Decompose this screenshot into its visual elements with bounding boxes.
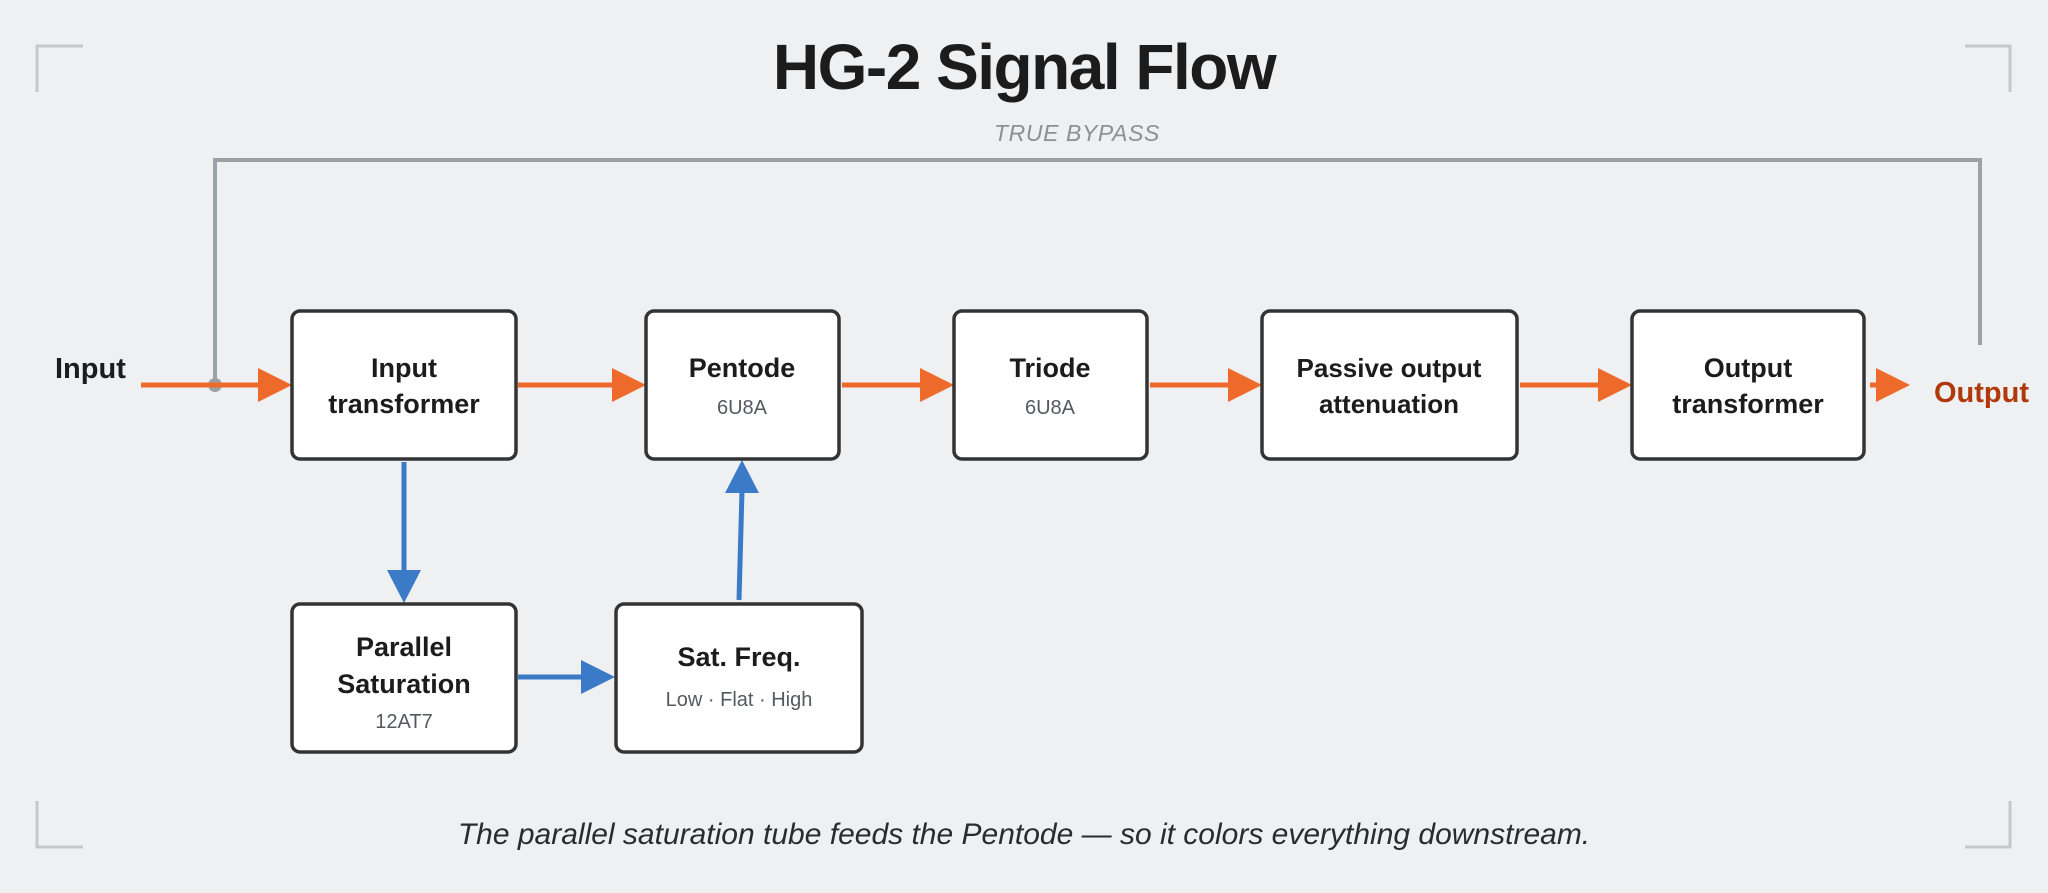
saturation-path bbox=[387, 460, 759, 694]
block-pentode: Pentode 6U8A bbox=[644, 309, 841, 461]
block-triode-sub: 6U8A bbox=[1025, 397, 1076, 419]
block-parallel-saturation-line-2: Saturation bbox=[337, 669, 471, 699]
frame-corner-top-right bbox=[1965, 44, 2012, 92]
block-output-transformer-line-1: Output bbox=[1704, 353, 1792, 383]
frame-corner-bottom-right bbox=[1965, 801, 2012, 849]
block-parallel-saturation-line-1: Parallel bbox=[356, 632, 452, 662]
bypass-line bbox=[213, 158, 1982, 385]
block-input-transformer-line-2: transformer bbox=[328, 389, 480, 419]
block-parallel-saturation-sub: 12AT7 bbox=[375, 711, 432, 733]
block-passive-attenuation: Passive output attenuation bbox=[1260, 309, 1519, 461]
arrow-sat-freq-to-pentode bbox=[725, 460, 759, 601]
arrow-output-transformer-to-output bbox=[1870, 368, 1910, 402]
block-input-transformer: Input transformer bbox=[290, 309, 518, 461]
block-sat-freq-sub: Low · Flat · High bbox=[666, 689, 813, 711]
arrow-parallel-saturation-to-sat-freq bbox=[518, 660, 615, 694]
block-triode-title: Triode bbox=[1009, 353, 1090, 383]
diagram-caption: The parallel saturation tube feeds the P… bbox=[458, 818, 1590, 851]
main-signal-path bbox=[141, 368, 1910, 402]
input-label: Input bbox=[55, 353, 126, 385]
diagram-title: HG-2 Signal Flow bbox=[773, 31, 1277, 103]
block-passive-attenuation-line-2: attenuation bbox=[1319, 389, 1459, 419]
arrow-input-transformer-to-parallel-saturation bbox=[387, 462, 421, 603]
arrow-pentode-to-triode bbox=[842, 368, 954, 402]
block-parallel-saturation: Parallel Saturation 12AT7 bbox=[290, 602, 518, 754]
output-label: Output bbox=[1934, 377, 2029, 409]
block-sat-freq: Sat. Freq. Low · Flat · High bbox=[614, 602, 864, 754]
block-pentode-title: Pentode bbox=[689, 353, 796, 383]
block-triode: Triode 6U8A bbox=[952, 309, 1149, 461]
arrow-passive-attenuation-to-output-transformer bbox=[1520, 368, 1632, 402]
block-output-transformer-line-2: transformer bbox=[1672, 389, 1824, 419]
arrow-input-transformer-to-pentode bbox=[518, 368, 646, 402]
block-passive-attenuation-line-1: Passive output bbox=[1297, 353, 1482, 383]
block-pentode-sub: 6U8A bbox=[717, 397, 768, 419]
true-bypass-label: TRUE BYPASS bbox=[994, 120, 1160, 146]
arrow-input-to-input-transformer bbox=[141, 368, 292, 402]
frame-corner-top-left bbox=[35, 44, 83, 92]
arrow-triode-to-passive-attenuation bbox=[1150, 368, 1262, 402]
block-sat-freq-title: Sat. Freq. bbox=[677, 642, 800, 672]
block-output-transformer: Output transformer bbox=[1630, 309, 1866, 461]
block-input-transformer-line-1: Input bbox=[371, 353, 437, 383]
frame-corner-bottom-left bbox=[35, 801, 83, 849]
